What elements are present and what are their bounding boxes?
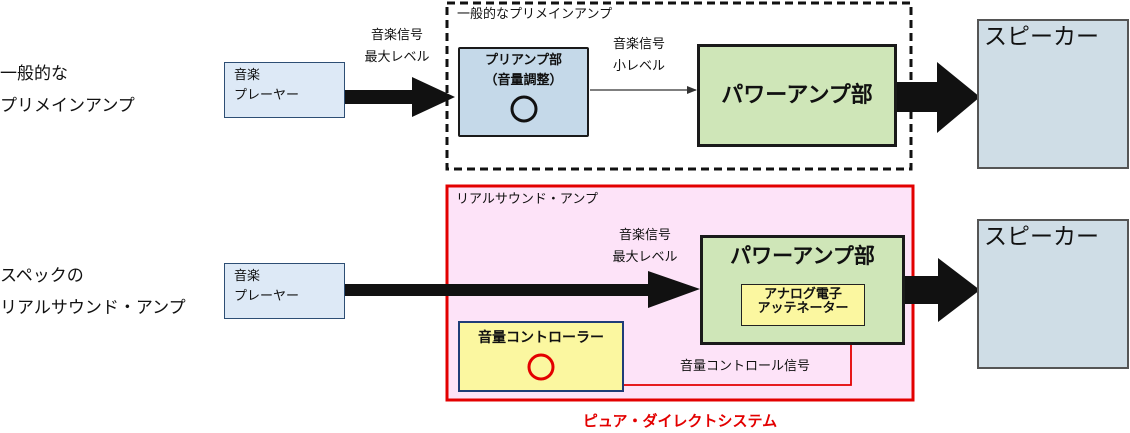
bottom-music-player: 音楽 プレーヤー bbox=[224, 263, 345, 319]
top-speaker-label: スピーカー bbox=[984, 24, 1099, 50]
volume-knob-icon bbox=[527, 353, 555, 381]
bottom-signal-arrow bbox=[345, 271, 700, 308]
top-speaker: スピーカー bbox=[977, 19, 1129, 169]
bottom-power-amp: パワーアンプ部 アナログ電子 アッテネーター bbox=[700, 235, 905, 345]
analog-electronic-attenuator: アナログ電子 アッテネーター bbox=[741, 284, 865, 326]
preamp-section: プリアンプ部 （音量調整） bbox=[458, 47, 589, 137]
top-speaker-arrow bbox=[897, 62, 980, 133]
volume-control-signal-label: 音量コントロール信号 bbox=[679, 359, 810, 374]
top-signal-small-label: 音楽信号 小レベル bbox=[612, 37, 665, 74]
bottom-row-label: スペックの リアルサウンド・アンプ bbox=[0, 266, 186, 318]
bottom-speaker-arrow bbox=[905, 258, 980, 322]
top-signal-max-label: 音楽信号 最大レベル bbox=[364, 28, 430, 65]
pure-direct-system-label: ピュア・ダイレクトシステム bbox=[582, 412, 778, 430]
bottom-power-amp-label: パワーアンプ部 bbox=[730, 244, 875, 268]
volume-knob-icon bbox=[510, 95, 537, 123]
real-sound-amp-title: リアルサウンド・アンプ bbox=[456, 192, 598, 207]
bottom-signal-max-label: 音楽信号 最大レベル bbox=[612, 228, 678, 265]
typical-amp-title: 一般的なプリメインアンプ bbox=[457, 7, 613, 22]
top-music-player: 音楽 プレーヤー bbox=[224, 62, 345, 118]
bottom-speaker-label: スピーカー bbox=[984, 224, 1099, 250]
top-signal-arrow bbox=[345, 77, 455, 117]
top-power-amp: パワーアンプ部 bbox=[697, 44, 897, 147]
bottom-speaker: スピーカー bbox=[977, 219, 1129, 369]
top-row-label: 一般的な プリメインアンプ bbox=[0, 64, 135, 116]
volume-control-signal-line bbox=[623, 334, 855, 386]
volume-controller: 音量コントローラー bbox=[458, 321, 624, 392]
